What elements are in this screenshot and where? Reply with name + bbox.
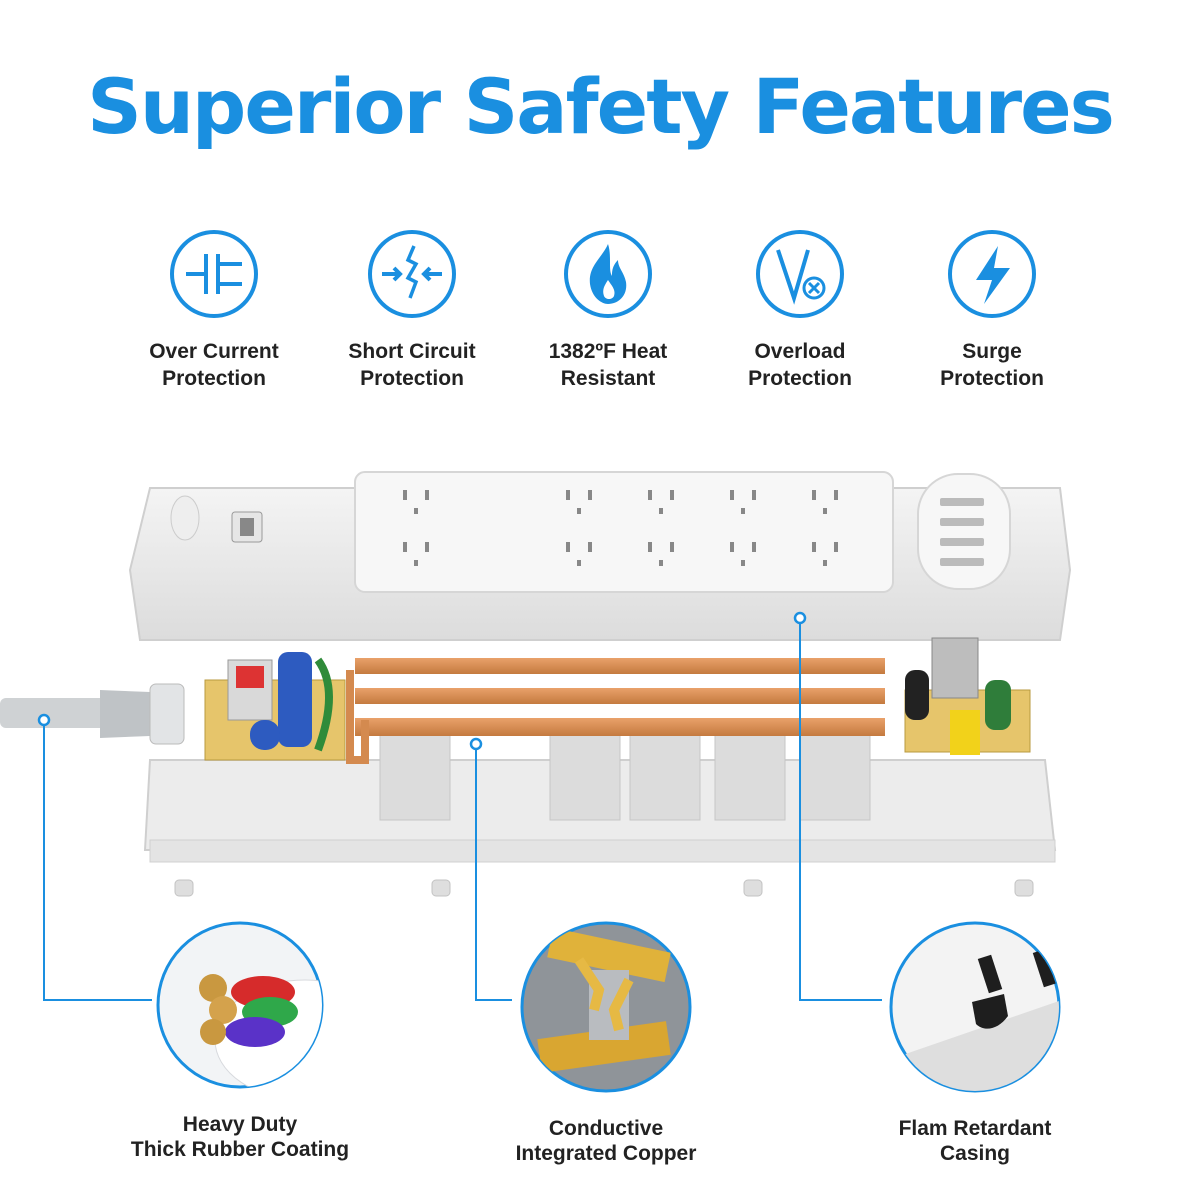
top-cover	[128, 471, 1072, 641]
overload-icon	[756, 230, 844, 318]
copper-bars	[337, 658, 885, 764]
power-cord	[0, 683, 185, 745]
screw-posts	[174, 879, 1034, 897]
lightning-bolt-icon	[948, 230, 1036, 318]
feature-label: Surge Protection	[940, 340, 1044, 390]
copper-contact-image	[520, 921, 692, 1093]
outlet-casing-image	[889, 921, 1061, 1093]
callout-retardant-casing: Flam Retardant Casing	[845, 920, 1105, 1166]
right-circuit-board	[904, 637, 1031, 755]
power-strip-illustration	[0, 471, 1072, 897]
feature-over-current: Over Current Protection	[114, 228, 314, 392]
flame-icon	[564, 230, 652, 318]
short-circuit-icon	[368, 230, 456, 318]
page-title: Superior Safety Features	[87, 62, 1115, 151]
feature-label: Short Circuit Protection	[348, 340, 476, 390]
cable-cross-section-image	[156, 921, 324, 1089]
feature-label: Over Current Protection	[149, 340, 279, 390]
callout-label: Flam Retardant Casing	[898, 1117, 1052, 1165]
callout-integrated-copper: Conductive Integrated Copper	[476, 920, 736, 1166]
feature-overload: Overload Protection	[700, 228, 900, 392]
feature-label: 1382ºF Heat Resistant	[548, 340, 668, 390]
feature-label: Overload Protection	[748, 340, 852, 390]
feature-surge: Surge Protection	[892, 228, 1092, 392]
feature-heat-resistant: 1382ºF Heat Resistant	[508, 228, 708, 392]
left-circuit-board	[204, 652, 346, 761]
feature-short-circuit: Short Circuit Protection	[312, 228, 512, 392]
callout-label: Heavy Duty Thick Rubber Coating	[130, 1113, 350, 1161]
callout-rubber-coating: Heavy Duty Thick Rubber Coating	[110, 920, 370, 1162]
over-current-icon	[170, 230, 258, 318]
callout-label: Conductive Integrated Copper	[515, 1117, 697, 1165]
